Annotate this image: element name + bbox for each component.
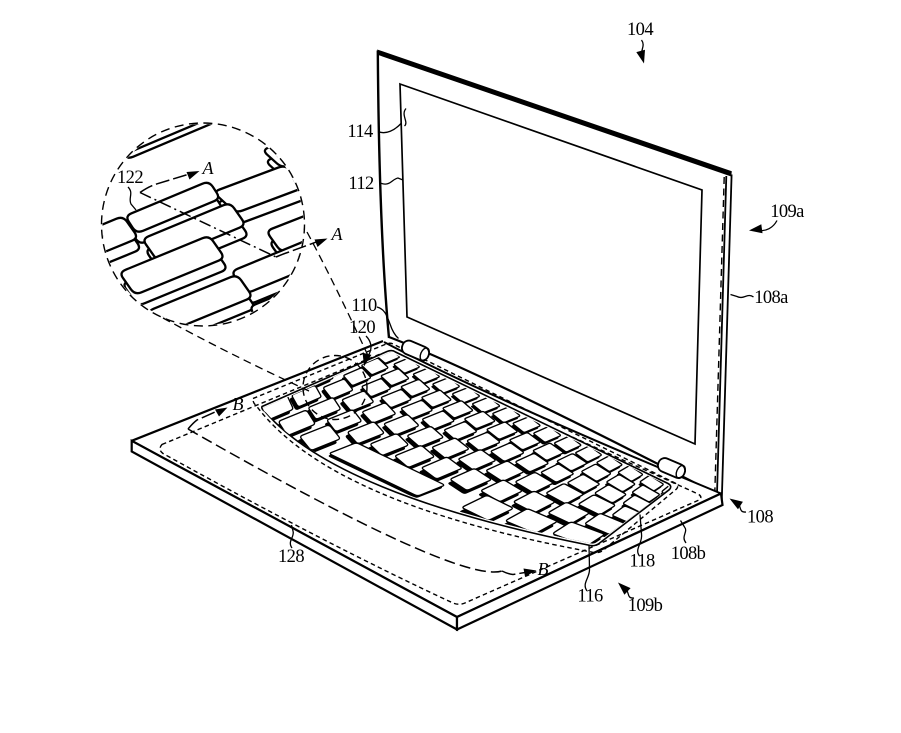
svg-text:109b: 109b: [628, 596, 663, 616]
svg-text:104: 104: [627, 20, 653, 40]
svg-text:114: 114: [347, 122, 373, 142]
svg-text:128: 128: [278, 547, 304, 567]
svg-text:108: 108: [747, 508, 773, 528]
svg-text:122: 122: [117, 168, 143, 188]
svg-text:B: B: [233, 394, 244, 414]
svg-text:110: 110: [351, 296, 377, 316]
svg-text:A: A: [331, 224, 344, 244]
svg-text:118: 118: [629, 552, 655, 572]
svg-text:B: B: [538, 559, 549, 579]
svg-text:120: 120: [349, 318, 375, 338]
svg-text:109a: 109a: [770, 202, 804, 222]
svg-text:116: 116: [577, 587, 603, 607]
svg-text:108b: 108b: [671, 544, 706, 564]
svg-text:A: A: [202, 158, 215, 178]
svg-text:108a: 108a: [754, 288, 788, 308]
svg-text:112: 112: [348, 174, 374, 194]
